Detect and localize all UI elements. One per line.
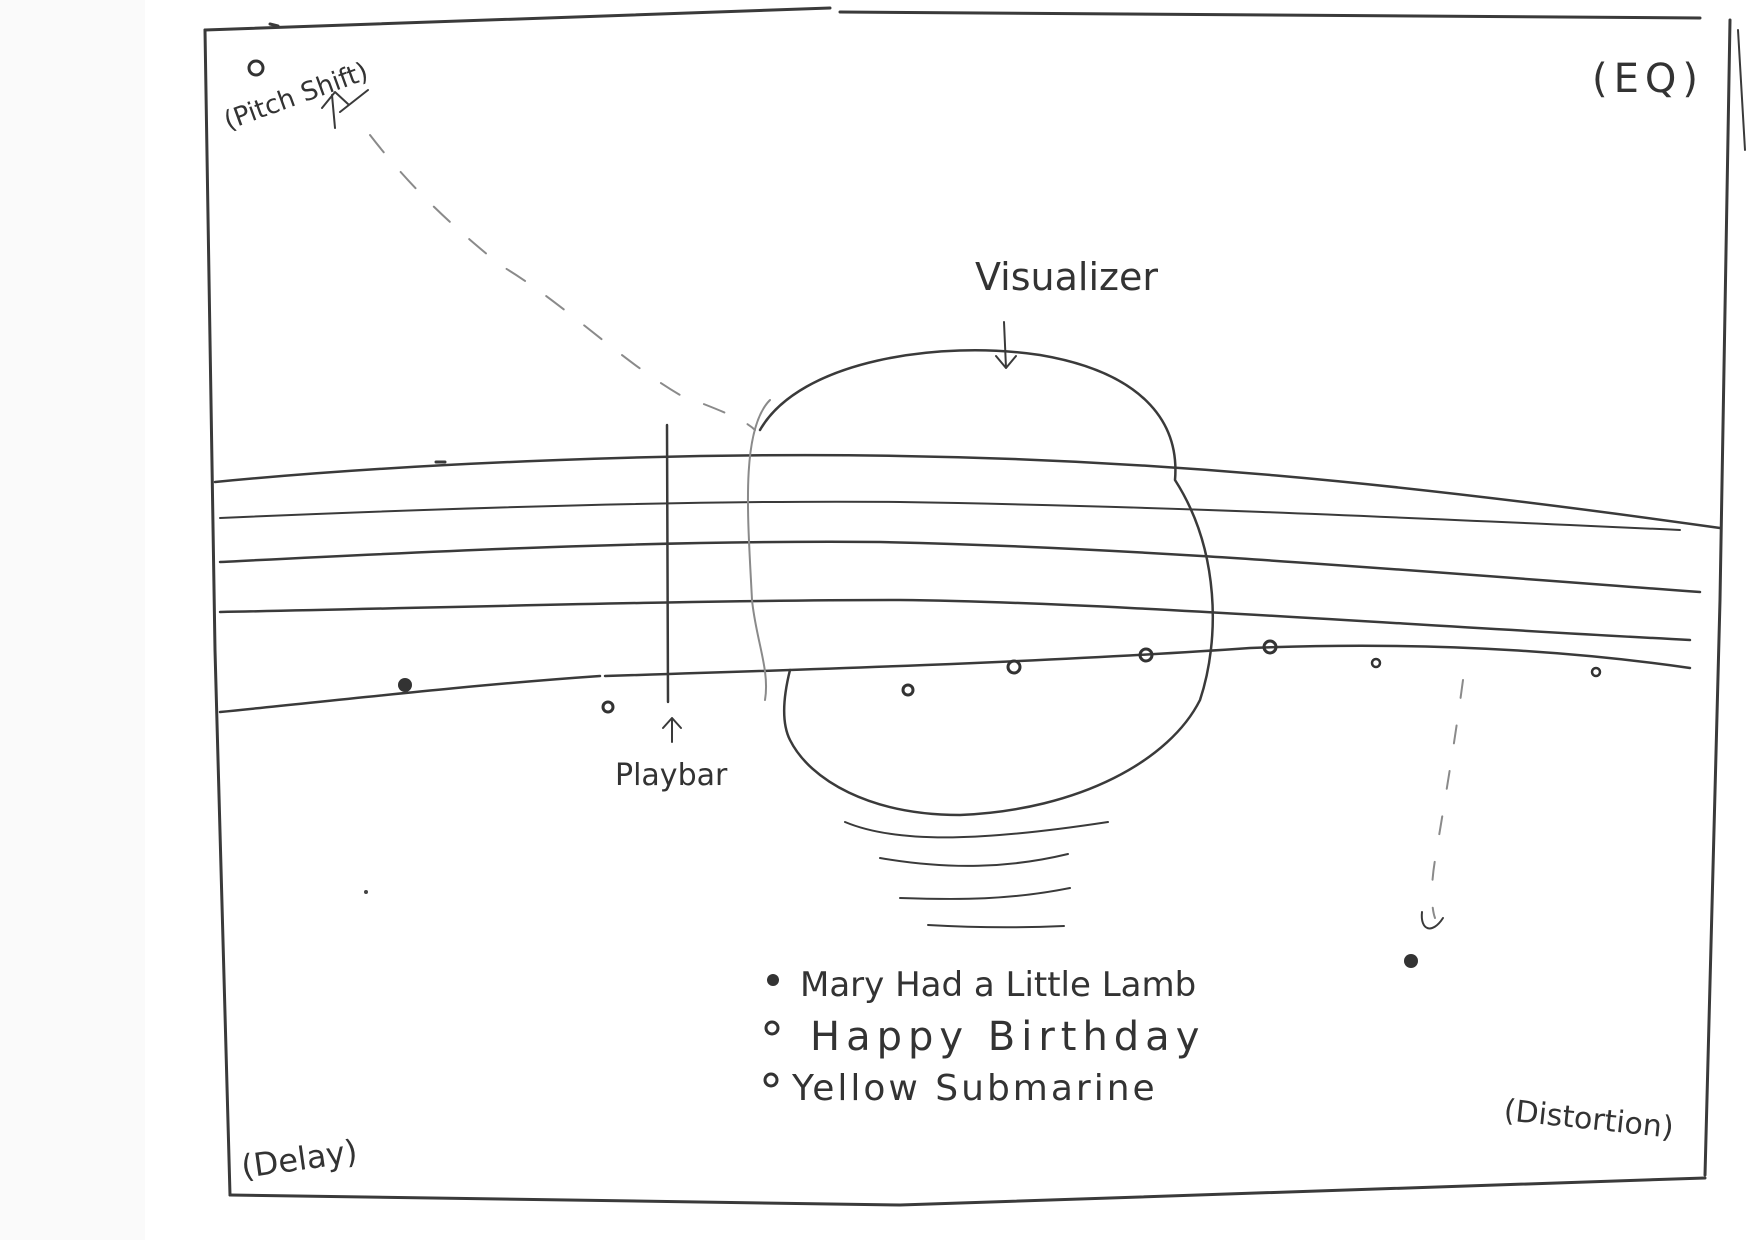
playbar-line[interactable] — [665, 423, 670, 704]
radio-unselected-icon[interactable] — [764, 1020, 780, 1036]
radio-selected-icon[interactable] — [767, 974, 779, 986]
visualizer: Visualizer — [746, 255, 1214, 929]
pitch-shift-label: (Pitch Shift) — [220, 57, 372, 137]
song-list: Mary Had a Little Lamb Happy Birthday Ye… — [763, 965, 1205, 1109]
distortion-drag-path — [1431, 679, 1464, 919]
app-frame — [203, 6, 1746, 1207]
delay-label[interactable]: (Delay) — [239, 1132, 360, 1186]
song-option-mary[interactable]: Mary Had a Little Lamb — [767, 965, 1196, 1005]
drag-path — [369, 134, 756, 431]
pitch-shift-knob-icon[interactable] — [247, 59, 265, 77]
distortion-knob-icon[interactable] — [1404, 954, 1418, 968]
song-title[interactable]: Mary Had a Little Lamb — [800, 965, 1196, 1005]
playbar[interactable]: Playbar — [615, 423, 728, 793]
note-dot — [398, 678, 412, 692]
distortion-arrow-icon — [1420, 911, 1444, 930]
note-dot — [901, 683, 915, 697]
playbar-arrow-icon — [662, 717, 682, 743]
pitch-shift-control[interactable]: (Pitch Shift) — [220, 57, 372, 137]
visualizer-arrow-icon — [995, 321, 1017, 369]
radio-unselected-icon[interactable] — [763, 1072, 779, 1088]
music-staff — [213, 453, 1722, 714]
paper-margin — [0, 0, 145, 1240]
note-dot — [1138, 647, 1154, 663]
song-title[interactable]: Yellow Submarine — [791, 1068, 1158, 1109]
pitch-shift-arrow-icon — [321, 89, 369, 129]
note-dot — [1262, 639, 1278, 655]
stray-mark — [268, 22, 447, 464]
visualizer-label: Visualizer — [975, 255, 1158, 299]
song-option-yellow-submarine[interactable]: Yellow Submarine — [763, 1068, 1158, 1109]
note-dot — [1006, 659, 1022, 675]
playbar-label: Playbar — [615, 758, 728, 793]
distortion-label[interactable]: (Distortion) — [1502, 1093, 1675, 1146]
note-dot — [1590, 666, 1602, 678]
note-dot — [1370, 657, 1382, 669]
stray-mark — [364, 890, 368, 894]
note-dot — [601, 700, 615, 714]
note-markers — [398, 639, 1602, 714]
song-title[interactable]: Happy Birthday — [810, 1014, 1205, 1060]
eq-label[interactable]: (EQ) — [1592, 56, 1704, 102]
song-option-happy-birthday[interactable]: Happy Birthday — [764, 1014, 1205, 1060]
